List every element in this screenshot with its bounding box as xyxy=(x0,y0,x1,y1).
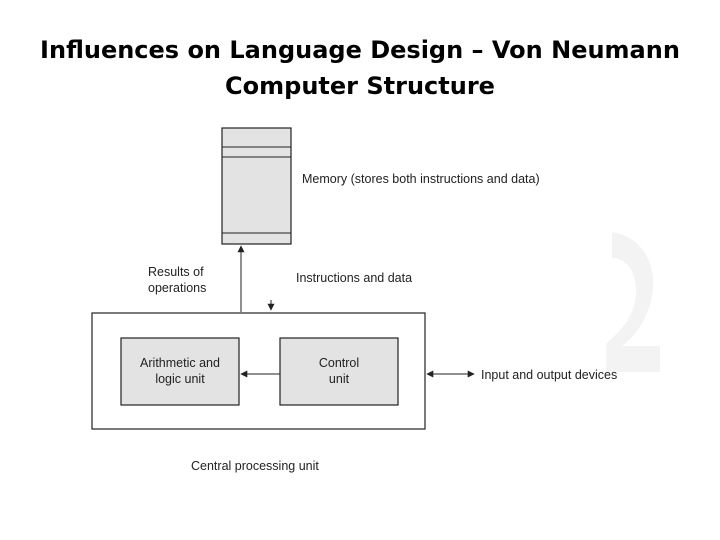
page-title: Influences on Language Design – Von Neum… xyxy=(0,32,720,104)
cpu-label: Central processing unit xyxy=(191,459,319,473)
io-label: Input and output devices xyxy=(481,368,617,382)
memory-label: Memory (stores both instructions and dat… xyxy=(302,172,540,186)
title-line-2: Computer Structure xyxy=(225,72,495,100)
memory-block xyxy=(221,127,292,245)
background-watermark xyxy=(606,232,660,372)
control-label-line-1: Control xyxy=(319,356,359,370)
title-line-1: Influences on Language Design – Von Neum… xyxy=(40,36,680,64)
control-label-line-2: unit xyxy=(329,372,350,386)
instructions-label: Instructions and data xyxy=(296,271,412,285)
alu-label-line-1: Arithmetic and xyxy=(140,356,220,370)
alu-box xyxy=(120,337,240,406)
results-label-line-2: operations xyxy=(148,281,206,295)
results-label-line-1: Results of xyxy=(148,265,204,279)
alu-label-line-2: logic unit xyxy=(155,372,205,386)
control-unit-box xyxy=(279,337,399,406)
